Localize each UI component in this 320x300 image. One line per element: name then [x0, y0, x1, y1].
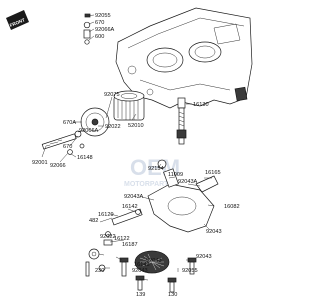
top-small-parts — [83, 13, 91, 45]
callout-label: 92043 — [206, 229, 222, 235]
callout-label: 16187 — [122, 242, 138, 248]
oil-strainer — [134, 250, 170, 274]
front-arrow-icon — [6, 10, 29, 30]
crankcase — [115, 7, 253, 109]
watermark-tagline: MOTORPARTS — [124, 181, 173, 188]
callout-label: 92043A — [178, 179, 198, 185]
callout-label: 92043 — [132, 268, 148, 274]
callout-label: 16082 — [224, 204, 240, 210]
front-label: FRONT — [9, 17, 26, 28]
callout-label: 92066 — [50, 163, 66, 169]
pump-gears — [85, 248, 106, 277]
callout-label: 16130 — [193, 102, 209, 108]
callout-label: 16129 — [98, 212, 114, 218]
bottom-bolts — [119, 257, 197, 293]
callout-label: 130 — [168, 292, 177, 298]
callout-label: 16122 — [114, 236, 130, 242]
callout-label: 16142 — [122, 204, 138, 210]
watermark: OEM MOTORPARTS — [124, 155, 180, 188]
callout-label: 92043A — [124, 194, 144, 200]
leader-lines — [41, 14, 215, 293]
callout-label: 92001 — [32, 160, 48, 166]
callout-label: 92022 — [100, 234, 116, 240]
callout-label: 670 — [95, 20, 104, 26]
callout-label: 230 — [95, 268, 104, 274]
oil-pump — [103, 159, 219, 246]
relief-valve — [176, 97, 187, 145]
callout-label: 92066A — [79, 128, 99, 134]
callout-label: 92043 — [146, 258, 162, 264]
callout-label: 482 — [89, 218, 98, 224]
callout-label: 11009 — [168, 172, 183, 178]
callout-label: 52010 — [128, 123, 144, 129]
callout-label: 16143 — [134, 262, 150, 268]
callout-label: 670A — [63, 120, 76, 126]
callout-label: 16148 — [77, 155, 93, 161]
callout-label: 92022 — [105, 124, 121, 130]
callout-label: 670 — [63, 144, 72, 150]
callout-label: 92154 — [148, 166, 164, 172]
exploded-parts-diagram: OEM MOTORPARTS FRONT — [6, 7, 253, 298]
oil-filter — [113, 90, 145, 121]
filter-cover-assembly — [41, 107, 110, 155]
callout-label: 139 — [136, 292, 145, 298]
callout-labels: 92055 670 92066A 600 92075 52010 16130 6… — [32, 13, 240, 298]
callout-label: 16165 — [205, 170, 221, 176]
front-direction-badge: FRONT — [6, 10, 29, 30]
callout-label: 600 — [95, 34, 104, 40]
callout-label: 92055 — [95, 13, 111, 19]
callout-label: 92043 — [196, 254, 212, 260]
callout-label: 92066A — [95, 27, 115, 33]
callout-label: 92075 — [104, 92, 120, 98]
callout-label: 92055 — [182, 268, 198, 274]
